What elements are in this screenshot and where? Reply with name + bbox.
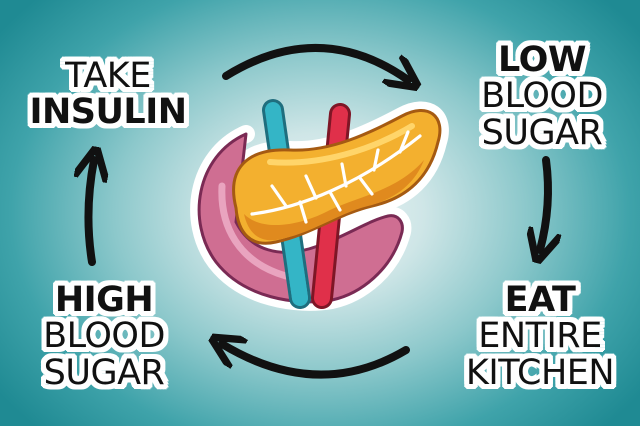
label-low-blood-sugar-line1: LOW [498,40,586,80]
label-high-blood-sugar: HIGH BLOOD SUGAR [20,280,188,393]
arrow-bottom-icon [222,344,410,379]
label-high-blood-sugar-line2: BLOOD [43,316,165,357]
pancreas-icon [232,109,442,245]
label-take-insulin: TAKE INSULIN [18,58,198,131]
label-take-insulin-line2: INSULIN [29,92,187,133]
arrow-right-icon [540,156,548,250]
label-high-blood-sugar-line1: HIGH [54,280,154,320]
label-take-insulin-line1: TAKE [65,56,151,96]
cycle-arrows [88,44,548,379]
arrow-top-icon [222,44,408,80]
label-low-blood-sugar: LOW BLOOD SUGAR [460,40,624,153]
label-low-blood-sugar-line3: SUGAR [481,112,603,153]
pancreatic-duct-icon [250,130,422,224]
label-eat-entire-kitchen-line3: KITCHEN [465,352,615,393]
label-eat-entire-kitchen: EAT ENTIRE KITCHEN [452,280,628,393]
pancreas-illustration [190,99,449,311]
label-eat-entire-kitchen-line1: EAT [504,280,576,320]
label-low-blood-sugar-line2: BLOOD [481,76,603,117]
label-eat-entire-kitchen-line2: ENTIRE [478,316,602,357]
arrow-left-icon [88,160,94,266]
label-high-blood-sugar-line3: SUGAR [43,352,165,393]
